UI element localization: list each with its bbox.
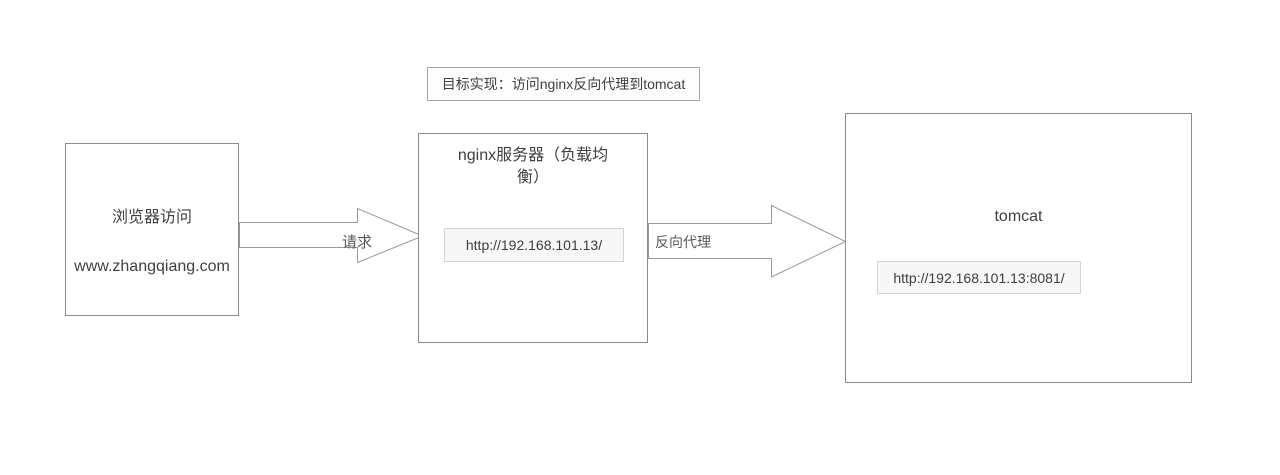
browser-node: 浏览器访问 www.zhangqiang.com bbox=[65, 143, 239, 316]
nginx-url-chip: http://192.168.101.13/ bbox=[444, 228, 624, 262]
request-arrow-label: 请求 bbox=[342, 234, 373, 251]
reverse-proxy-arrow bbox=[648, 204, 847, 278]
diagram-title-box: 目标实现：访问nginx反向代理到tomcat bbox=[427, 67, 700, 101]
request-arrow bbox=[239, 207, 424, 264]
tomcat-url-text: http://192.168.101.13:8081/ bbox=[893, 269, 1065, 286]
reverse-proxy-arrow-shape bbox=[648, 204, 847, 278]
diagram-title: 目标实现：访问nginx反向代理到tomcat bbox=[441, 76, 686, 92]
tomcat-node-label: tomcat bbox=[994, 208, 1043, 225]
nginx-node: nginx服务器（负载均衡） http://192.168.101.13/ bbox=[418, 133, 648, 343]
tomcat-node: tomcat http://192.168.101.13:8081/ bbox=[845, 113, 1192, 383]
nginx-node-label: nginx服务器（负载均衡） bbox=[457, 147, 609, 186]
request-arrow-shape bbox=[239, 207, 424, 264]
browser-node-url: www.zhangqiang.com bbox=[74, 258, 230, 275]
nginx-url-text: http://192.168.101.13/ bbox=[465, 237, 603, 253]
tomcat-url-chip: http://192.168.101.13:8081/ bbox=[877, 261, 1081, 294]
browser-node-label: 浏览器访问 bbox=[111, 209, 192, 226]
reverse-proxy-arrow-label: 反向代理 bbox=[655, 234, 711, 250]
